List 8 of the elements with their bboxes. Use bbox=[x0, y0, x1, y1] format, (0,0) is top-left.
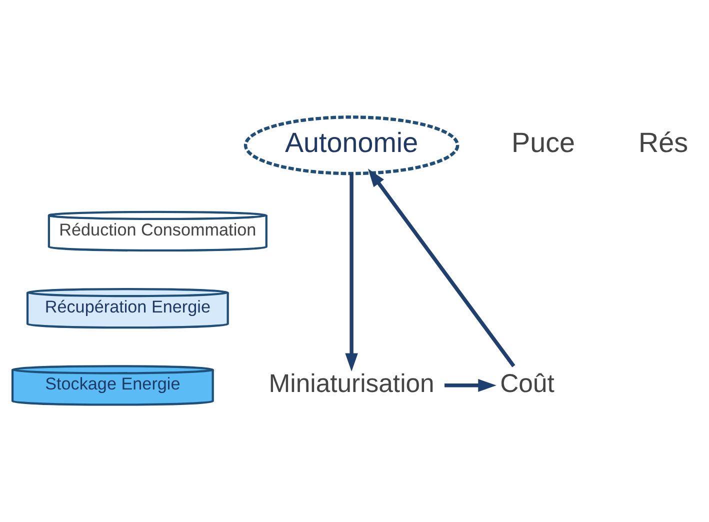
arrow bbox=[368, 168, 516, 368]
arrow bbox=[345, 174, 358, 372]
node-ellipse: Autonomie bbox=[244, 116, 460, 176]
label: Rés bbox=[638, 127, 688, 158]
node-text: Coût bbox=[500, 370, 554, 398]
node-text: Miniaturisation bbox=[268, 370, 434, 398]
label: Puce bbox=[512, 127, 576, 158]
arrow bbox=[444, 379, 496, 392]
